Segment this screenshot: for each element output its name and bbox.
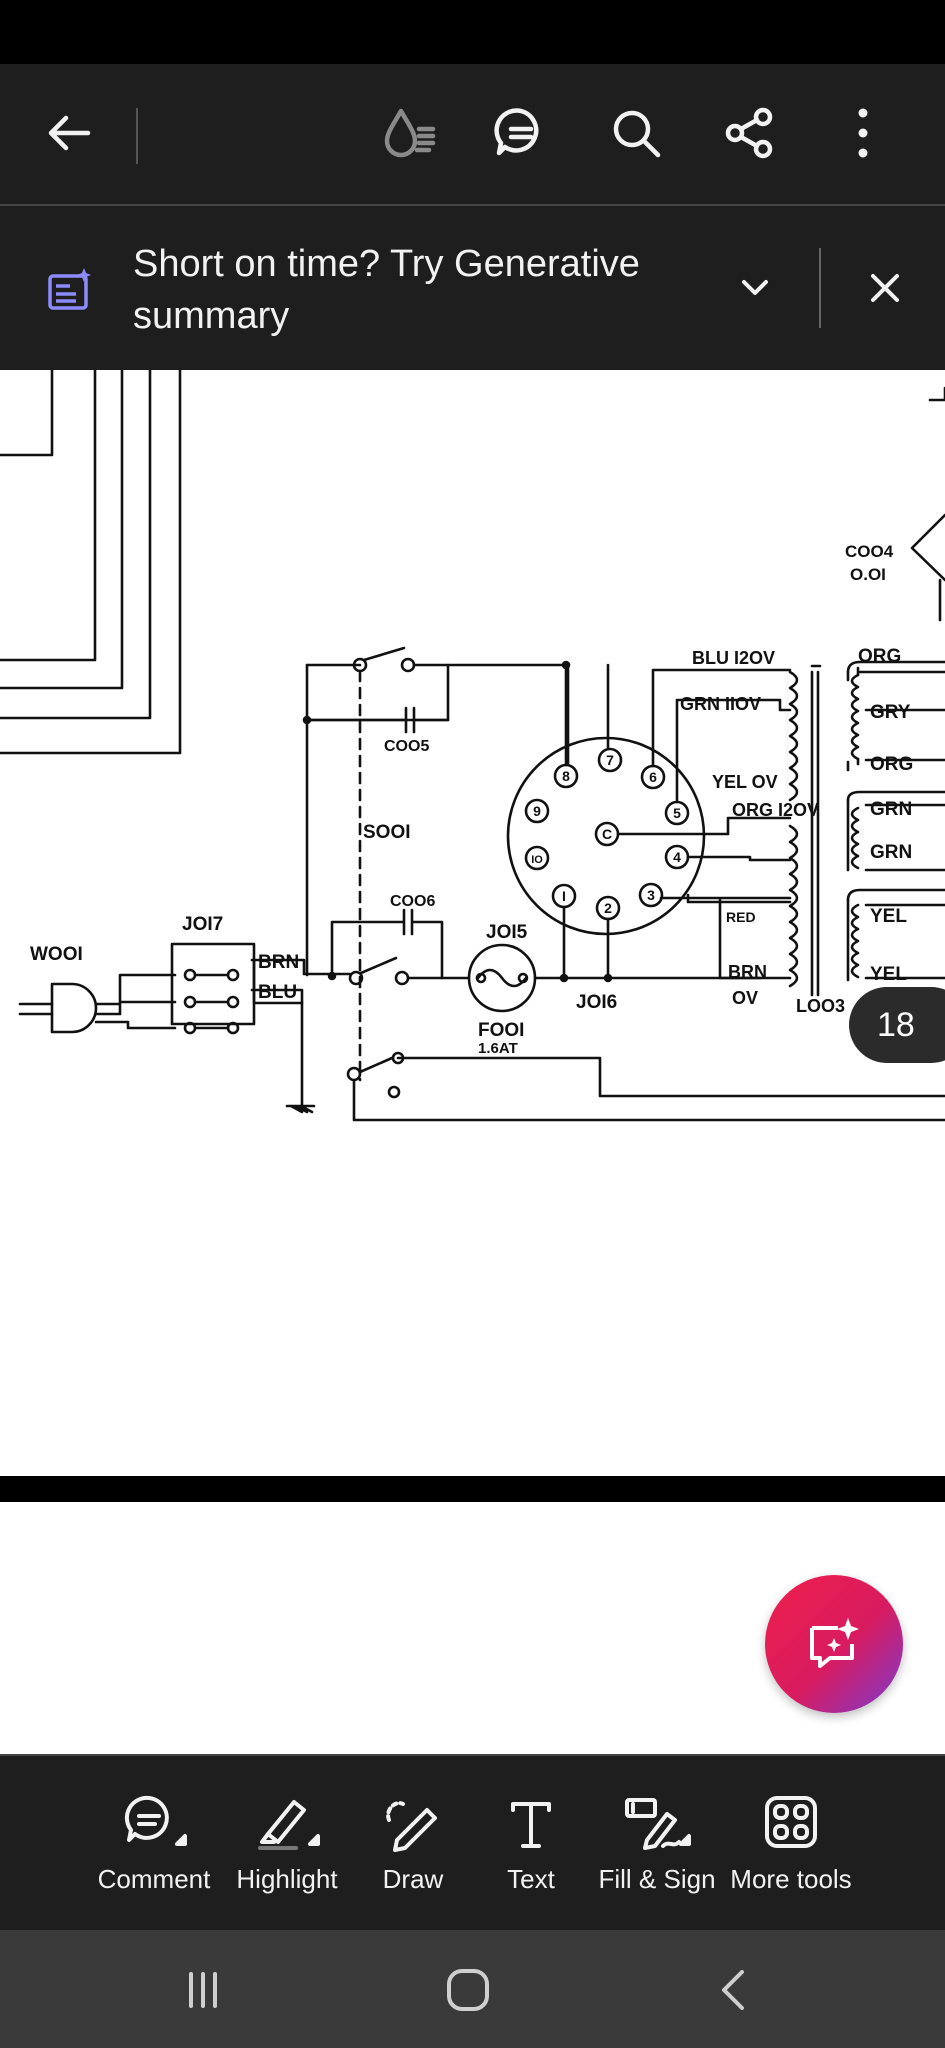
page-separator [0,1476,945,1502]
label-c006: COO6 [390,893,435,910]
read-mode-icon [384,108,436,158]
draw-tool[interactable]: Draw [370,1790,456,1910]
label-l003: LOO3 [796,996,845,1016]
arrow-left-icon [48,115,91,151]
pin-label: 3 [647,887,655,903]
label-gry: GRY [870,702,911,723]
more-vertical-icon [858,108,868,158]
label-s001: SOOI [363,822,411,843]
label-org-2: ORG [870,754,913,775]
generative-summary-banner[interactable]: Short on time? Try Generative summary [0,206,945,370]
fill-sign-label: Fill & Sign [598,1864,716,1894]
label-grn-2: GRN [870,842,912,863]
label-red: RED [726,909,756,925]
highlighter-icon [258,1800,320,1850]
search-button[interactable] [601,88,671,178]
pin-center-label: C [602,826,612,842]
label-blu: BLU [258,982,297,1003]
pin-label: 6 [649,769,657,785]
pin-label: 4 [673,849,681,865]
pin-label: 9 [533,803,541,819]
label-j016: JOI6 [576,992,617,1013]
banner-divider [819,248,821,328]
pin-label: 2 [604,900,612,916]
draw-label: Draw [382,1864,444,1894]
recent-apps-button[interactable] [163,1960,243,2020]
read-mode-button[interactable] [374,88,444,178]
label-c004-value: O.OI [850,565,886,584]
share-icon [725,107,773,159]
label-brn: BRN [258,952,299,973]
more-options-button[interactable] [828,88,898,178]
bottom-toolbar: Comment Highlight Draw Text Fill & S [0,1754,945,1932]
highlight-label: Highlight [236,1864,338,1894]
label-c005: COO5 [384,738,429,755]
page-number-badge[interactable]: 18 [849,987,945,1063]
home-button[interactable] [428,1960,508,2020]
pin-label: 7 [606,752,614,768]
label-j015: JOI5 [486,922,528,943]
wiring-schematic: WOOI JOI7 BRN BLU COO5 COO6 SOOI JOI5 FO… [0,370,945,1122]
top-app-bar [0,64,945,206]
label-blu-120v: BLU I2OV [692,648,775,668]
label-c004: COO4 [845,542,894,561]
comments-icon [494,108,539,156]
label-grn-1: GRN [870,799,912,820]
banner-text[interactable]: Short on time? Try Generative summary [133,243,640,337]
back-nav-button[interactable] [693,1960,773,2020]
pin-label: 8 [562,768,570,784]
fill-sign-icon [625,1798,691,1850]
comment-tool[interactable]: Comment [98,1790,210,1910]
chevron-down-icon [742,280,768,295]
system-navigation-bar [0,1930,945,2048]
highlight-tool[interactable]: Highlight [232,1790,342,1910]
comment-label: Comment [97,1864,211,1894]
status-bar [0,0,945,64]
home-icon [447,1969,489,2011]
recent-apps-icon [189,1972,217,2008]
label-org-120v: ORG I2OV [732,800,819,820]
label-w001: WOOI [30,944,83,965]
fill-sign-tool[interactable]: Fill & Sign [598,1790,716,1910]
more-tools-button[interactable]: More tools [728,1790,854,1910]
top-bar-divider [136,108,138,164]
label-0v: OV [732,988,758,1008]
label-yel-0v: YEL OV [712,772,778,792]
back-icon [722,1970,744,2010]
banner-close-button[interactable] [855,258,915,318]
grid-apps-icon [765,1796,817,1848]
comment-icon [124,1795,187,1846]
close-icon [871,274,899,302]
pencil-draw-icon [386,1801,437,1852]
label-grn-110v: GRN IIOV [680,694,761,714]
comments-button[interactable] [486,88,556,178]
text-label: Text [507,1864,555,1894]
pin-label: IO [531,854,543,866]
label-org-top: ORG [858,646,901,667]
search-icon [613,110,661,158]
label-yel-2: YEL [870,964,907,985]
more-tools-label: More tools [730,1864,852,1894]
back-button[interactable] [34,88,104,178]
generative-summary-icon [48,268,91,310]
text-tool[interactable]: Text [490,1790,572,1910]
text-icon [511,1802,551,1848]
label-f001-rating: 1.6AT [478,1040,518,1057]
pin-label: 5 [673,805,681,821]
pin-label: I [562,888,566,904]
label-yel-1: YEL [870,906,907,927]
document-page[interactable]: WOOI JOI7 BRN BLU COO5 COO6 SOOI JOI5 FO… [0,370,945,1476]
ai-assistant-icon [810,1618,859,1668]
ai-assistant-button[interactable] [765,1575,903,1713]
label-f001: FOOI [478,1020,524,1041]
label-j017: JOI7 [182,914,223,935]
share-button[interactable] [714,88,784,178]
label-brn-2: BRN [728,962,767,982]
banner-expand-button[interactable] [725,258,785,318]
